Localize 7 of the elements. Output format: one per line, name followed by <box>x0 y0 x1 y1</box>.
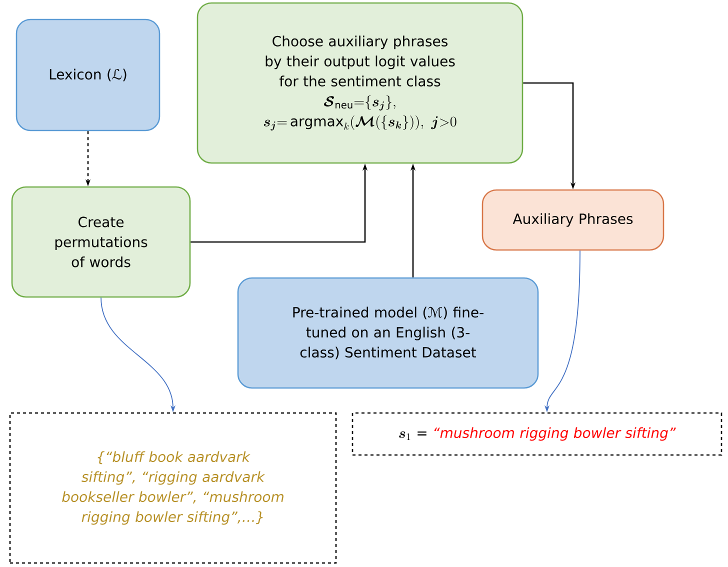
model-box: Pre-trained model (ℳ) fine-tuned on an English (3-class) Sentiment Dataset <box>237 277 539 389</box>
process-box: Create permutations of words <box>11 186 191 298</box>
input-box: Lexicon (ℒ) <box>16 18 160 132</box>
process-box: Choose auxiliary phrases by their output logit values for the sentiment class $\boldsymbol{\mathcal{S}}_{\mathrm{neu}}\mathrm{=}\{\boldsymbol{s}_{\boldsymbol{j}}\},$ $\boldsymbol{s}_{\boldsymbol{j}}\mathrm{=}\mathop{\mathrm{argmax}}_{k}(\boldsymbol{\mathcal{M}}(\{\boldsymbol{s}_{\boldsymbol{k}}\})),\ \boldsymbol{j}\mathrm{>}0$ <box>196 2 524 164</box>
example-box: $\boldsymbol{s}_1$ = “mushroom rigging bowler sifting” <box>352 412 722 456</box>
example-box: {“bluff book aardvark sifting”, “rigging aardvark bookseller bowler”, “mushroom rigging bowler sifting”,…} <box>9 412 337 564</box>
output-box: Auxiliary Phrases <box>482 189 664 251</box>
